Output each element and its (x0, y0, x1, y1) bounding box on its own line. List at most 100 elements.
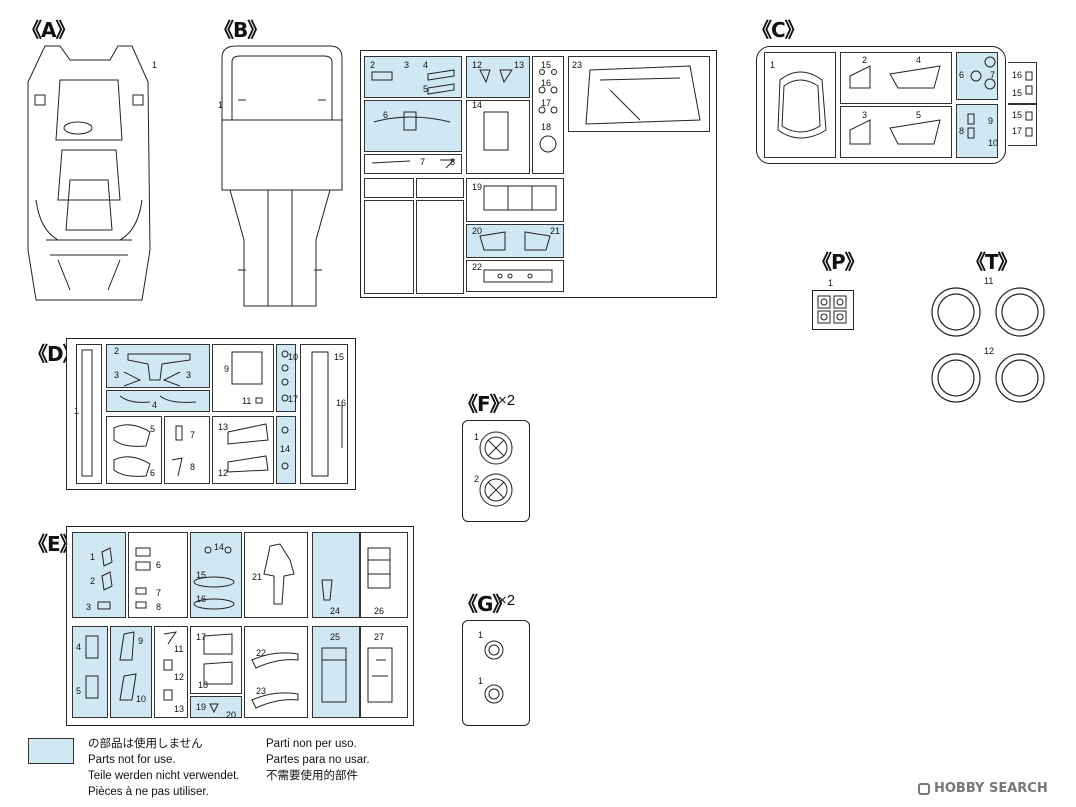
part-cell (72, 626, 108, 718)
watermark-text: HOBBY SEARCH (934, 781, 1048, 796)
part-number: 21 (550, 226, 561, 236)
part-cell (956, 52, 998, 100)
part-number: 18 (198, 680, 209, 690)
legend-de: Teile werden nicht verwendet. (88, 770, 240, 782)
legend-it: Parti non per uso. (266, 738, 357, 750)
part-number: 17 (1012, 126, 1023, 136)
part-number: 27 (374, 632, 385, 642)
part-cell (840, 52, 952, 104)
part-number: 4 (152, 400, 158, 410)
part-cell (110, 626, 152, 718)
part-cell (1008, 62, 1037, 104)
part-number: 11 (174, 644, 184, 654)
part-cell (1008, 104, 1037, 146)
part-cell (300, 344, 348, 484)
part-number: 8 (959, 126, 965, 136)
part-number: 6 (959, 70, 965, 80)
part-cell (956, 104, 998, 158)
part-number: 12 (472, 60, 483, 70)
part-number: 6 (156, 560, 162, 570)
part-number: 2 (474, 474, 480, 484)
part-number: 7 (990, 70, 996, 80)
part-number: 10 (288, 352, 299, 362)
part-number: 4 (76, 642, 82, 652)
part-number: 24 (330, 606, 341, 616)
part-number: 20 (226, 710, 237, 720)
part-number: 12 (218, 468, 229, 478)
part-cell (154, 626, 188, 718)
part-number: 13 (174, 704, 185, 714)
part-cell (312, 532, 360, 618)
part-number: 13 (218, 422, 229, 432)
part-number: 8 (190, 462, 196, 472)
part-cell (364, 100, 462, 152)
part-number: 6 (383, 110, 389, 120)
part-number: 25 (330, 632, 341, 642)
part-number: 13 (514, 60, 525, 70)
legend-zh: 不需要使用的部件 (266, 770, 358, 782)
part-number: 9 (138, 636, 144, 646)
part-number: 11 (984, 276, 994, 286)
part-number: 1 (478, 676, 484, 686)
part-cell (106, 344, 210, 388)
part-cell (106, 390, 210, 412)
part-cell (364, 154, 462, 174)
section-g-multiplier: ×2 (498, 592, 516, 609)
part-number: 5 (150, 424, 156, 434)
part-cell (190, 532, 242, 618)
part-number: 26 (374, 606, 385, 616)
part-cell (164, 416, 210, 484)
part-number: 1 (152, 60, 158, 70)
part-cell (244, 626, 308, 718)
part-number: 7 (420, 157, 426, 167)
part-cell (840, 106, 952, 158)
part-number: 17 (541, 98, 552, 108)
part-cell (276, 344, 296, 412)
part-number: 11 (242, 396, 252, 406)
part-cell (364, 200, 414, 294)
part-number: 22 (256, 648, 267, 658)
part-number: 1 (828, 278, 834, 288)
part-number: 15 (1012, 88, 1023, 98)
legend-es: Partes para no usar. (266, 754, 370, 766)
part-cell (466, 224, 564, 258)
part-number: 1 (474, 432, 480, 442)
part-number: 12 (174, 672, 185, 682)
legend-en: Parts not for use. (88, 754, 176, 766)
part-cell (72, 532, 126, 618)
part-number: 8 (156, 602, 162, 612)
watermark-logo: HOBBY SEARCH (918, 781, 1048, 796)
part-cell (416, 200, 464, 294)
part-number: 7 (156, 588, 162, 598)
part-number: 14 (472, 100, 483, 110)
part-number: 15 (1012, 110, 1023, 120)
part-number: 16 (1012, 70, 1023, 80)
part-number: 4 (916, 55, 922, 65)
part-number: 9 (224, 364, 230, 374)
part-number: 16 (336, 398, 347, 408)
parts-frame-g (462, 620, 530, 726)
part-number: 14 (280, 444, 291, 454)
part-number: 10 (988, 138, 999, 148)
part-number: 2 (370, 60, 376, 70)
part-number: 16 (541, 78, 552, 88)
watermark-icon (918, 782, 930, 795)
part-number: 7 (190, 430, 196, 440)
part-cell (466, 260, 564, 292)
part-cell (532, 56, 564, 174)
part-number: 9 (988, 116, 994, 126)
legend-swatch (28, 738, 74, 764)
part-number: 1 (770, 60, 776, 70)
part-cell (212, 344, 274, 412)
section-c-label: 《C》 (752, 18, 805, 42)
part-number: 12 (984, 346, 995, 356)
